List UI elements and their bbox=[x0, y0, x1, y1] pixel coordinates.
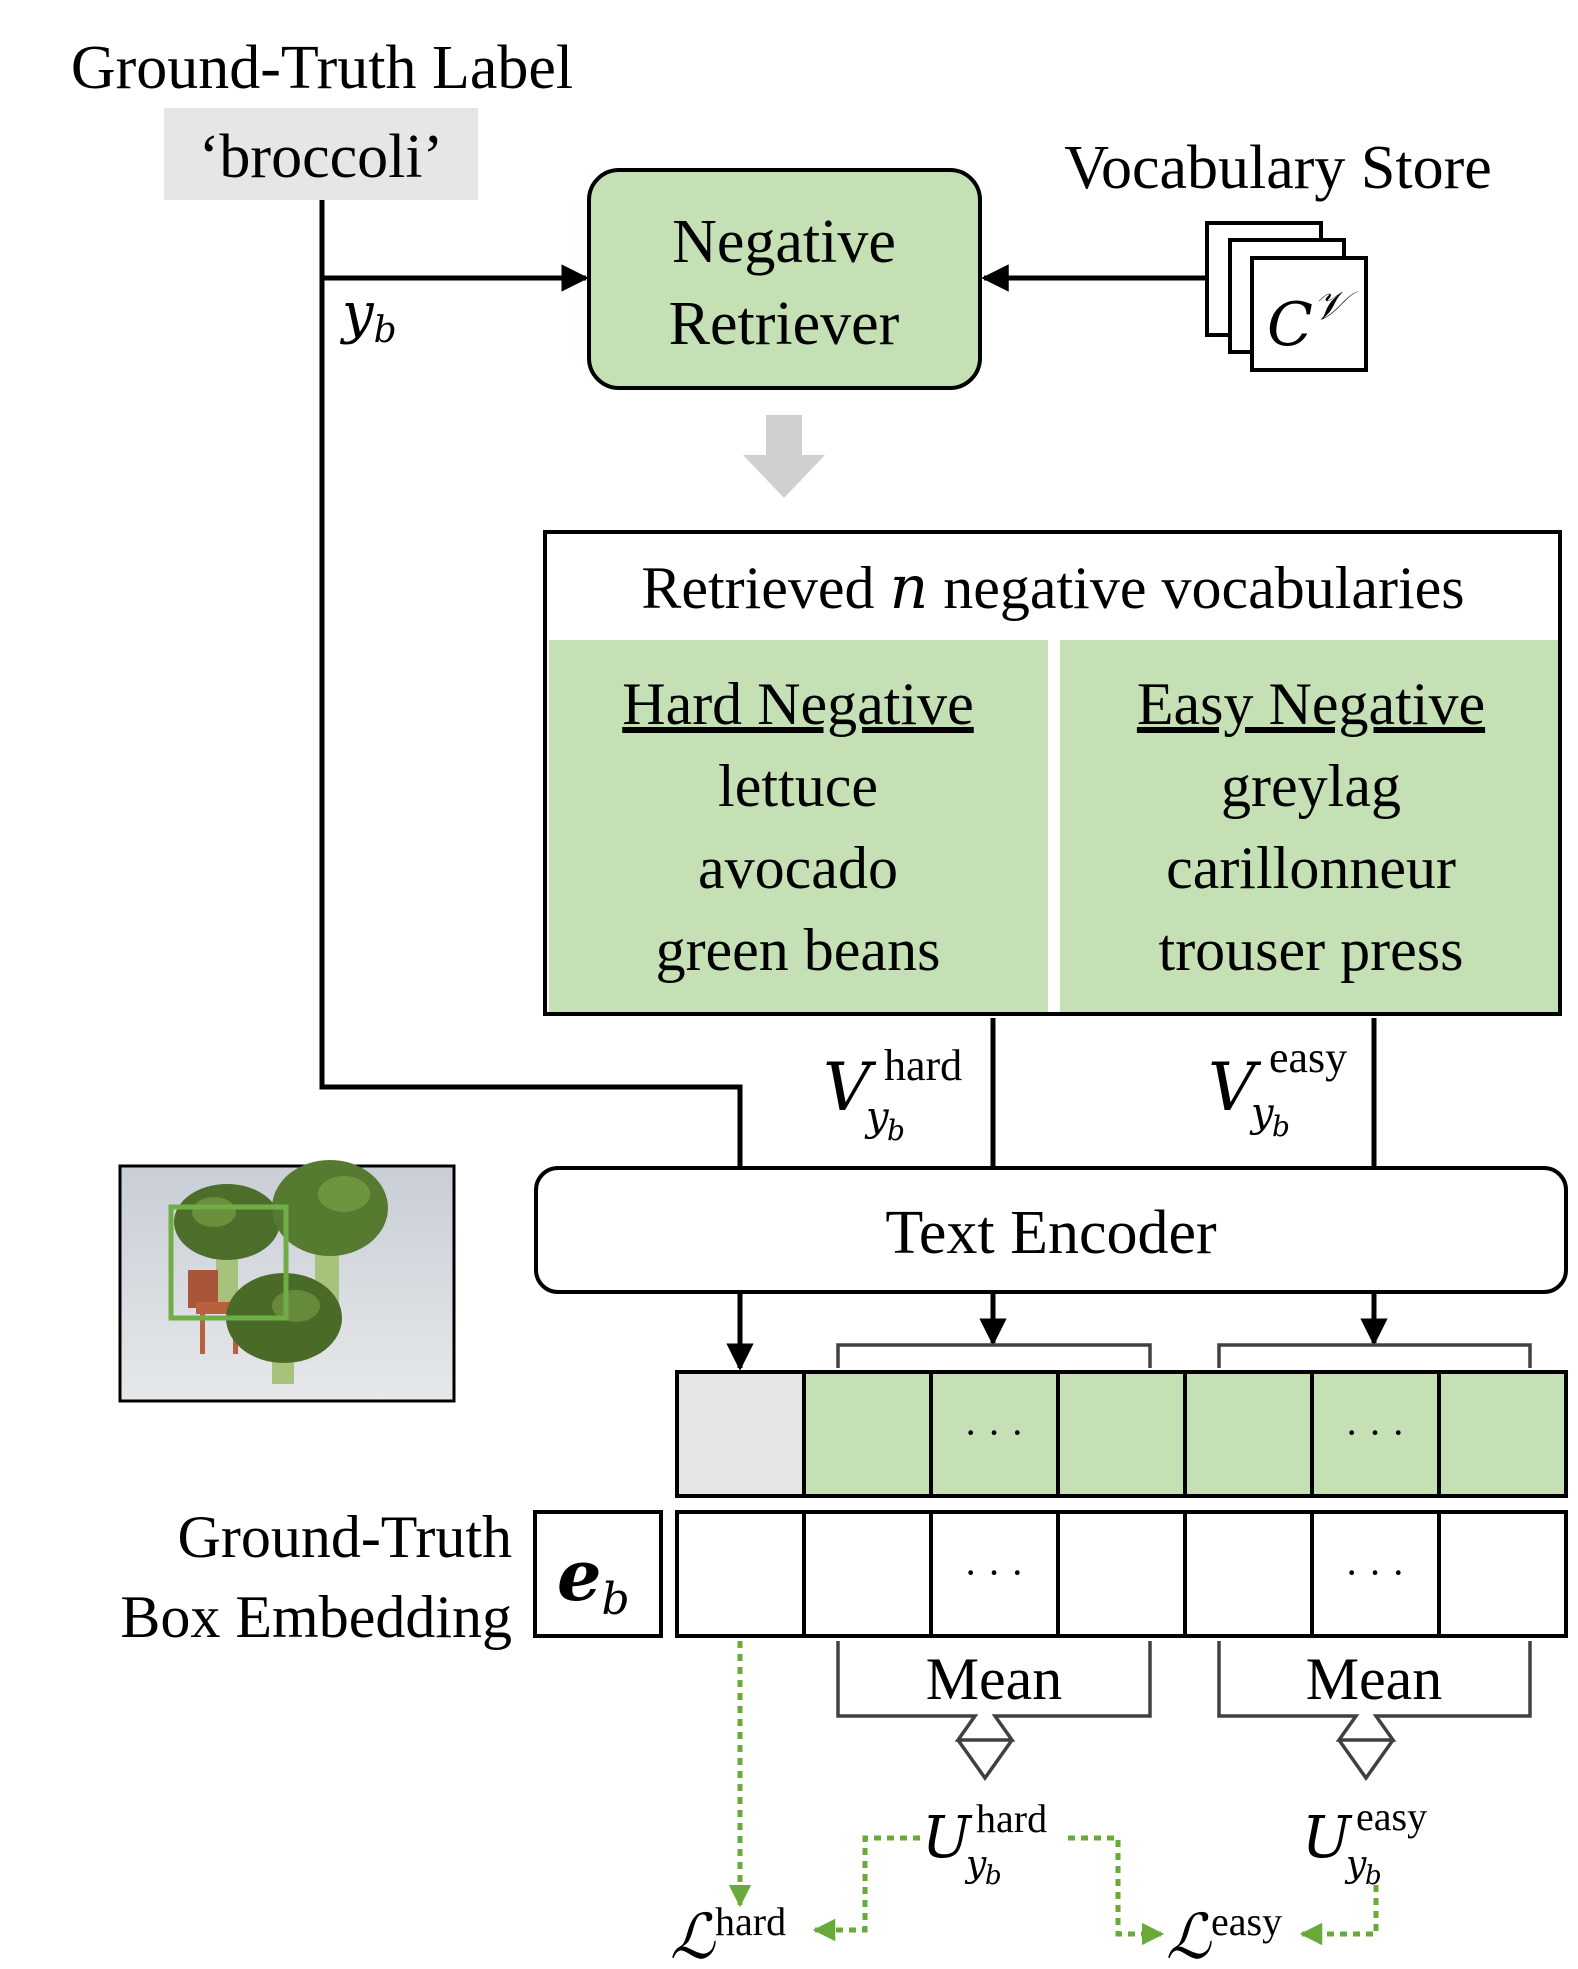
negative-retriever-line1: Negative bbox=[672, 208, 896, 276]
svg-text:U: U bbox=[1302, 1803, 1353, 1871]
similarity-row bbox=[675, 1510, 1568, 1638]
label-value: ‘broccoli’ bbox=[199, 123, 443, 191]
svg-text:y: y bbox=[964, 1844, 987, 1885]
u-hard-to-loss-hard-arrow bbox=[812, 1835, 920, 1942]
retrieval-down-arrow bbox=[743, 415, 825, 498]
ellipsis-hard-bottom: · · · bbox=[964, 1550, 1024, 1595]
negative-retriever-line2: Retriever bbox=[669, 290, 900, 358]
grouping-brackets bbox=[836, 1343, 1532, 1368]
hard-item-1: lettuce bbox=[718, 753, 878, 819]
text-encoder-label: Text Encoder bbox=[885, 1199, 1217, 1267]
label-box bbox=[164, 108, 478, 200]
e-b-symbol: eb bbox=[557, 1534, 630, 1625]
v-hard-label: V hard y b bbox=[823, 1041, 962, 1147]
retrieved-title: Retrieved n negative vocabularies bbox=[641, 553, 1464, 623]
gt-box-embedding-line1: Ground-Truth bbox=[178, 1504, 512, 1570]
gt-vertical-line bbox=[319, 200, 743, 1168]
text-embedding-row bbox=[675, 1370, 1568, 1498]
text-encoder-box bbox=[534, 1166, 1568, 1294]
gt-box-embedding-line2: Box Embedding bbox=[120, 1584, 512, 1650]
y-b-symbol: yb bbox=[339, 281, 397, 351]
easy-item-1: greylag bbox=[1221, 753, 1401, 819]
svg-text:V: V bbox=[823, 1049, 877, 1126]
mean-easy-arrowhead bbox=[1337, 1738, 1395, 1782]
svg-text:b: b bbox=[985, 1861, 1002, 1891]
hard-item-3: green beans bbox=[656, 917, 941, 983]
svg-text:y: y bbox=[864, 1094, 890, 1140]
svg-text:V: V bbox=[1208, 1049, 1262, 1126]
vocabulary-store-title: Vocabulary Store bbox=[1064, 134, 1492, 202]
connector-lines bbox=[319, 200, 1388, 1371]
ground-truth-label-title: Ground-Truth Label bbox=[71, 34, 573, 102]
mean-easy-label: Mean bbox=[1306, 1646, 1443, 1712]
svg-text:easy: easy bbox=[1269, 1033, 1347, 1082]
hard-item-2: avocado bbox=[698, 835, 898, 901]
hard-negative-panel bbox=[549, 640, 1048, 1012]
svg-text:b: b bbox=[1365, 1861, 1382, 1891]
ellipsis-easy-bottom: · · · bbox=[1345, 1550, 1405, 1595]
loss-easy-label: ℒ easy bbox=[1166, 1899, 1282, 1969]
v-easy-label: V easy y b bbox=[1208, 1033, 1347, 1143]
hard-negative-header: Hard Negative bbox=[622, 671, 974, 737]
ground-truth-bbox bbox=[168, 1204, 289, 1321]
e-b-box bbox=[533, 1510, 663, 1638]
mean-hard-arrowhead bbox=[956, 1738, 1014, 1782]
u-hard-to-loss-easy-arrow bbox=[1068, 1835, 1165, 1946]
dotted-green-arrows bbox=[728, 1641, 1379, 1946]
svg-text:ℒ: ℒ bbox=[1166, 1900, 1212, 1969]
u-hard-label: U hard y b bbox=[922, 1796, 1047, 1891]
svg-text:hard: hard bbox=[976, 1796, 1047, 1841]
ellipsis-hard-top: · · · bbox=[964, 1410, 1024, 1455]
svg-text:hard: hard bbox=[884, 1041, 962, 1090]
svg-text:hard: hard bbox=[715, 1899, 786, 1944]
mean-easy-funnel bbox=[1217, 1641, 1532, 1742]
loss-hard-label: ℒ hard bbox=[670, 1899, 786, 1969]
broccoli-image bbox=[118, 1160, 456, 1403]
easy-item-2: carillonneur bbox=[1166, 835, 1456, 901]
u-easy-to-loss-easy-arrow bbox=[1299, 1885, 1379, 1946]
u-easy-label: U easy y b bbox=[1302, 1794, 1427, 1891]
svg-text:easy: easy bbox=[1211, 1899, 1282, 1944]
ellipsis-easy-top: · · · bbox=[1345, 1410, 1405, 1455]
easy-negative-panel bbox=[1060, 640, 1558, 1012]
svg-text:U: U bbox=[922, 1803, 973, 1871]
mean-hard-label: Mean bbox=[926, 1646, 1063, 1712]
easy-negative-header: Easy Negative bbox=[1137, 671, 1485, 737]
svg-text:y: y bbox=[1249, 1090, 1275, 1136]
easy-item-3: trouser press bbox=[1159, 917, 1464, 983]
svg-text:easy: easy bbox=[1356, 1794, 1427, 1839]
svg-text:y: y bbox=[1344, 1844, 1367, 1885]
svg-text:ℒ: ℒ bbox=[670, 1900, 716, 1969]
vocabulary-store-stack bbox=[1205, 221, 1368, 372]
negative-retriever-box bbox=[587, 168, 982, 390]
svg-text:b: b bbox=[887, 1114, 905, 1147]
mean-hard-funnel bbox=[836, 1641, 1152, 1742]
svg-text:b: b bbox=[1272, 1110, 1290, 1143]
